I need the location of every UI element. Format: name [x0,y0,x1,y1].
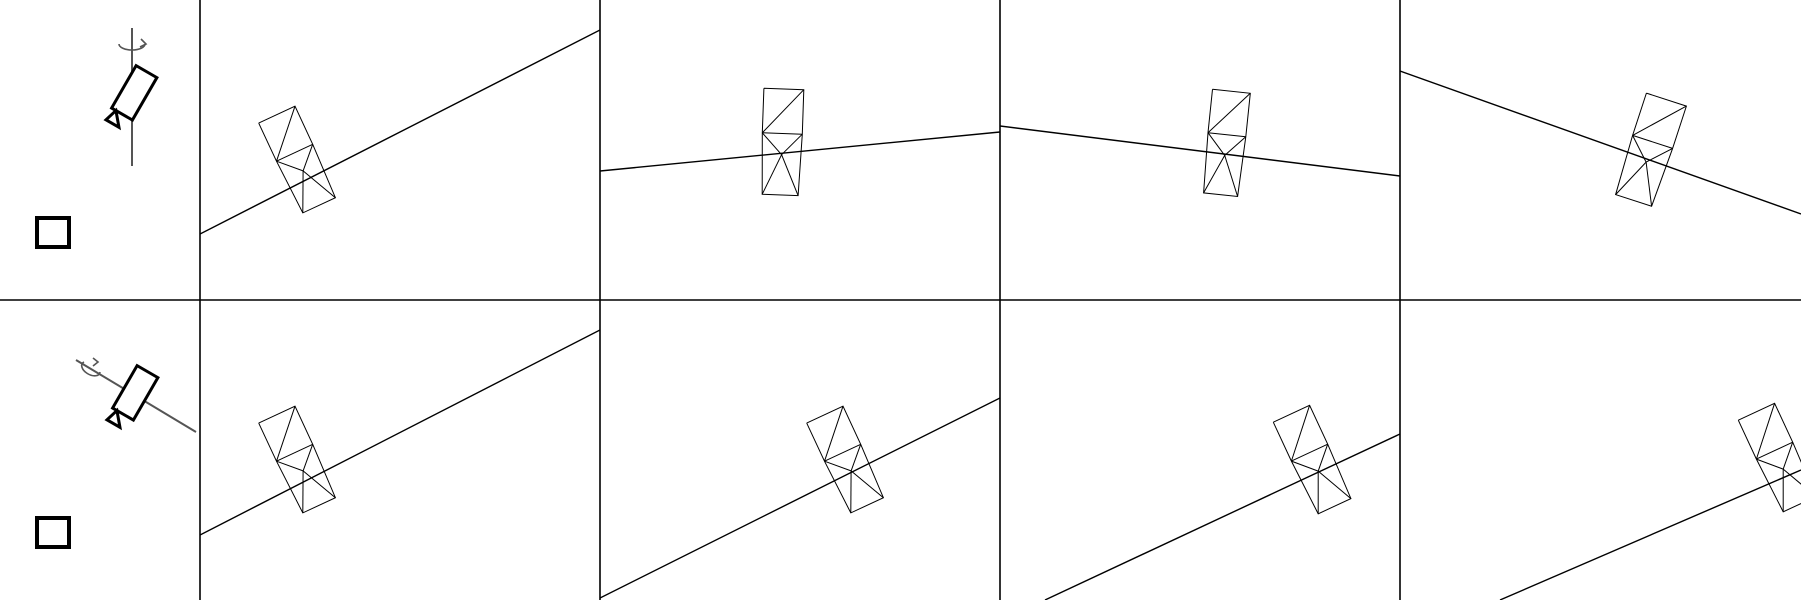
frame-r1-c2 [600,88,1000,195]
horizon-line [200,330,600,535]
frame-r2-c4 [1500,403,1801,600]
wireframe-object [1204,89,1251,196]
horizon-line [1500,470,1801,600]
wireframe-object [1616,93,1687,206]
wireframe-object [807,406,884,513]
row-1-legend [37,28,157,247]
row-2-checkbox[interactable] [37,518,69,547]
wireframe-object [259,106,336,213]
wireframe-object [1273,405,1351,514]
wireframe-object [1738,403,1801,512]
camera-rotating-about-vertical-axis-icon [105,28,157,166]
horizon-line [1045,434,1400,600]
frame-r2-c3 [1045,405,1400,600]
horizon-line [600,398,1000,598]
row-2-legend [37,358,196,547]
frame-r2-c1 [200,330,600,535]
horizon-line [200,30,600,234]
horizon-line [1000,126,1400,176]
frame-r1-c4 [1400,71,1801,214]
frame-r1-c1 [200,30,600,234]
camera-rotating-about-tilted-axis-icon [76,358,196,432]
frame-r2-c2 [600,398,1000,598]
frame-r1-c3 [1000,89,1400,196]
row-1-checkbox[interactable] [37,218,69,247]
horizon-line [1400,71,1801,214]
wireframe-object [259,406,336,513]
wireframe-object [762,88,804,195]
